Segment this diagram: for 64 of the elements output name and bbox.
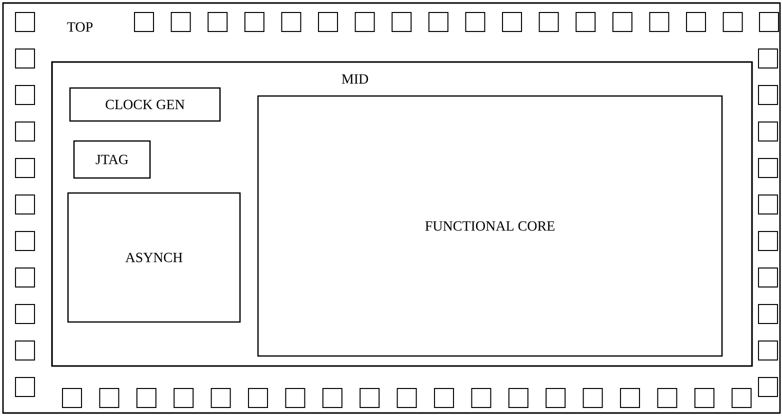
bond-pad [354,12,375,32]
bond-pad [134,12,154,32]
bond-pad [502,12,522,32]
bond-pad [582,388,603,408]
bond-pad [759,12,779,32]
bond-pad [208,12,228,32]
bond-pad [612,12,632,32]
bond-pad [15,231,35,251]
bond-pad [758,231,778,251]
bond-pad [174,388,194,408]
bond-pad [758,48,778,68]
bond-pad [758,304,778,324]
bond-pad [210,388,231,408]
block-label: MID [342,74,368,84]
bond-pad [15,158,35,178]
bond-pad [732,388,752,408]
block-box: CLOCK GEN [69,87,221,122]
bond-pad [15,268,35,288]
bond-pad [99,388,120,408]
bond-pad [722,12,743,32]
bond-pad [15,194,35,214]
bond-pad [546,388,566,408]
block-box: ASYNCH [67,192,241,323]
bond-pad [360,388,380,408]
bond-pad [758,194,778,214]
bond-pad [15,377,35,397]
bond-pad [15,12,35,32]
bond-pad [285,388,306,408]
bond-pad [136,388,156,408]
bond-pad [15,340,35,360]
block-label: TOP [67,22,93,32]
bond-pad [248,388,268,408]
bond-pad [620,388,640,408]
bond-pad [318,12,338,32]
bond-pad [465,12,486,32]
bond-pad [471,388,492,408]
bond-pad [649,12,670,32]
bond-pad [281,12,302,32]
bond-pad [686,12,706,32]
bond-pad [434,388,454,408]
bond-pad [15,48,35,68]
bond-pad [15,304,35,324]
bond-pad [170,12,191,32]
bond-pad [508,388,528,408]
bond-pad [657,388,678,408]
bond-pad [15,122,35,142]
bond-pad [758,377,778,397]
bond-pad [396,388,417,408]
bond-pad [538,12,559,32]
bond-pad [758,85,778,105]
bond-pad [758,122,778,142]
bond-pad [244,12,264,32]
bond-pad [62,388,82,408]
block-box: JTAG [73,140,151,179]
bond-pad [694,388,714,408]
bond-pad [758,340,778,360]
bond-pad [392,12,412,32]
bond-pad [428,12,448,32]
bond-pad [576,12,596,32]
bond-pad [758,158,778,178]
bond-pad [15,85,35,105]
bond-pad [322,388,342,408]
bond-pad [758,268,778,288]
block-box: FUNCTIONAL CORE [257,95,723,357]
